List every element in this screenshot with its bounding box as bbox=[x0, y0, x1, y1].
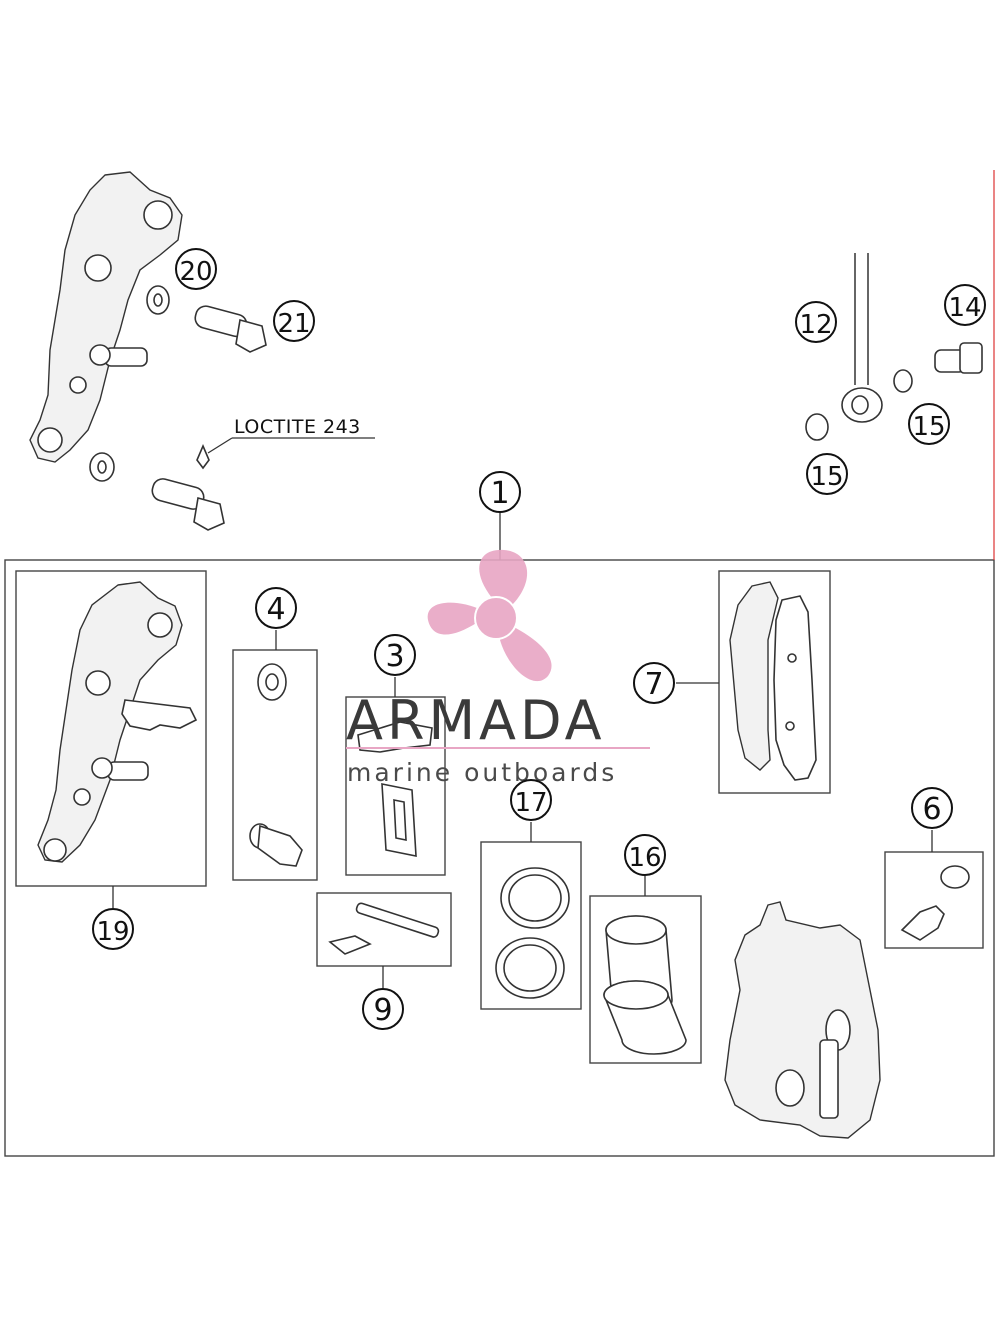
svg-text:3: 3 bbox=[385, 639, 404, 674]
caliper-bracket-top bbox=[29, 171, 183, 463]
callout-1: 1 bbox=[479, 471, 521, 513]
callout-17: 17 bbox=[510, 779, 552, 821]
bolt-lower bbox=[151, 443, 225, 531]
box-6 bbox=[884, 851, 984, 949]
callout-14: 14 bbox=[944, 284, 986, 326]
svg-text:7: 7 bbox=[644, 667, 663, 702]
box-9 bbox=[316, 892, 452, 967]
callout-9: 9 bbox=[362, 988, 404, 1030]
banjo-bolt-14 bbox=[934, 342, 983, 374]
callout-3: 3 bbox=[374, 634, 416, 676]
svg-text:19: 19 bbox=[96, 917, 129, 947]
callout-6: 6 bbox=[911, 787, 953, 829]
svg-text:15: 15 bbox=[810, 462, 843, 492]
box-7 bbox=[718, 570, 831, 794]
pad-pin-9 bbox=[328, 902, 440, 955]
caliper-bracket-19 bbox=[37, 581, 198, 863]
piston-seals-17 bbox=[495, 867, 570, 999]
watermark-title: ARMADA bbox=[346, 689, 606, 752]
svg-text:14: 14 bbox=[948, 293, 981, 323]
box-4 bbox=[232, 649, 318, 881]
callout-20: 20 bbox=[175, 248, 217, 290]
armada-watermark: ARMADA marine outboards bbox=[346, 549, 650, 787]
svg-text:4: 4 bbox=[266, 592, 285, 627]
brake-pads-7 bbox=[729, 581, 817, 781]
svg-text:17: 17 bbox=[514, 788, 547, 818]
svg-text:15: 15 bbox=[912, 412, 945, 442]
washer-20 bbox=[146, 285, 170, 315]
pistons-16 bbox=[603, 915, 687, 1055]
svg-text:9: 9 bbox=[373, 993, 392, 1028]
pad-spring-3 bbox=[357, 721, 433, 857]
brake-caliper-body bbox=[724, 901, 881, 1139]
guide-pin-boot-4 bbox=[249, 663, 303, 867]
propeller-logo-icon bbox=[427, 549, 552, 682]
callout-16: 16 bbox=[624, 834, 666, 876]
box-19 bbox=[15, 570, 207, 887]
callout-4: 4 bbox=[255, 587, 297, 629]
copper-washer-15b bbox=[805, 413, 829, 441]
watermark-subtitle: marine outboards bbox=[347, 758, 617, 787]
loctite-callout: LOCTITE 243 bbox=[234, 416, 361, 438]
svg-text:21: 21 bbox=[277, 309, 310, 339]
svg-text:12: 12 bbox=[799, 310, 832, 340]
svg-text:16: 16 bbox=[628, 843, 661, 873]
callout-15b: 15 bbox=[806, 453, 848, 495]
callout-21: 21 bbox=[273, 300, 315, 342]
brake-line-12 bbox=[841, 253, 883, 423]
callout-12: 12 bbox=[795, 301, 837, 343]
callout-19: 19 bbox=[92, 908, 134, 950]
washer-lower bbox=[89, 452, 115, 482]
bolt-21 bbox=[194, 305, 267, 353]
svg-text:1: 1 bbox=[490, 476, 509, 511]
callout-7: 7 bbox=[633, 662, 675, 704]
callout-15a: 15 bbox=[908, 403, 950, 445]
bleed-valve-6 bbox=[900, 865, 970, 941]
svg-text:20: 20 bbox=[179, 257, 212, 287]
svg-text:6: 6 bbox=[922, 792, 941, 827]
copper-washer-15a bbox=[893, 369, 913, 393]
